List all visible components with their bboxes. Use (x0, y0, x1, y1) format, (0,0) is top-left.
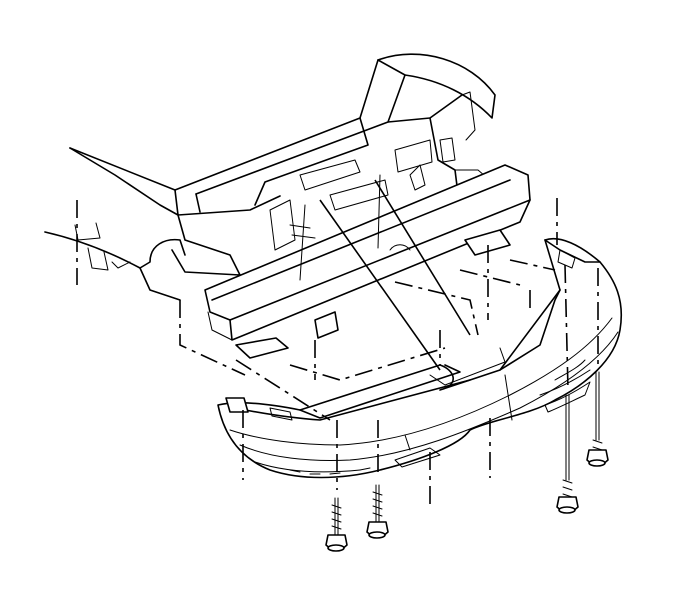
bolt-2 (366, 484, 389, 539)
bolt-1 (325, 497, 348, 552)
impact-bar (204, 164, 531, 359)
retaining-bolts (325, 371, 609, 552)
alignment-lines (76, 198, 599, 505)
leader-lines (319, 179, 471, 371)
upper-body-structure (69, 53, 496, 276)
bolt-3 (556, 394, 579, 514)
front-fascia (217, 238, 623, 479)
fender (44, 147, 186, 301)
bolt-4 (586, 371, 609, 467)
